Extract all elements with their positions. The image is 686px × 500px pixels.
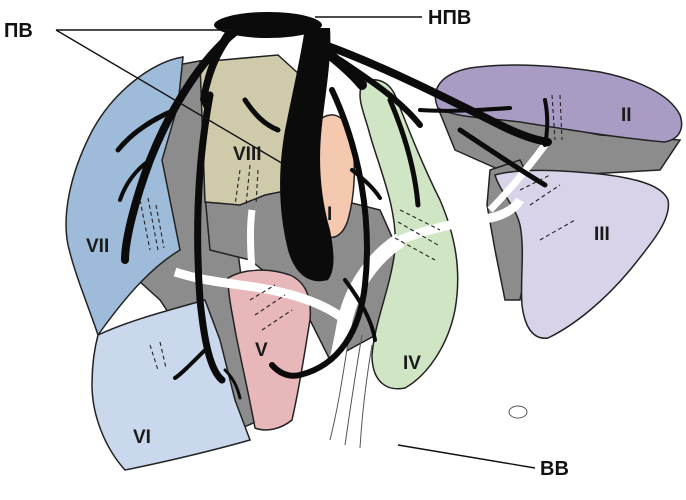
segment-label-vi: VI [133, 427, 151, 448]
segment-label-ii: II [621, 105, 632, 126]
segment-label-i: I [327, 204, 332, 225]
label-bd: ВВ [540, 458, 569, 480]
leader-bd [398, 445, 535, 468]
segment-label-iv: IV [403, 353, 421, 374]
segment-label-viii: VIII [233, 144, 262, 165]
label-pv: ПВ [4, 20, 33, 42]
segment-label-v: V [255, 340, 268, 361]
segment-label-iii: III [594, 224, 610, 245]
label-ivc: НПВ [428, 7, 471, 29]
segment-label-vii: VII [86, 236, 109, 257]
